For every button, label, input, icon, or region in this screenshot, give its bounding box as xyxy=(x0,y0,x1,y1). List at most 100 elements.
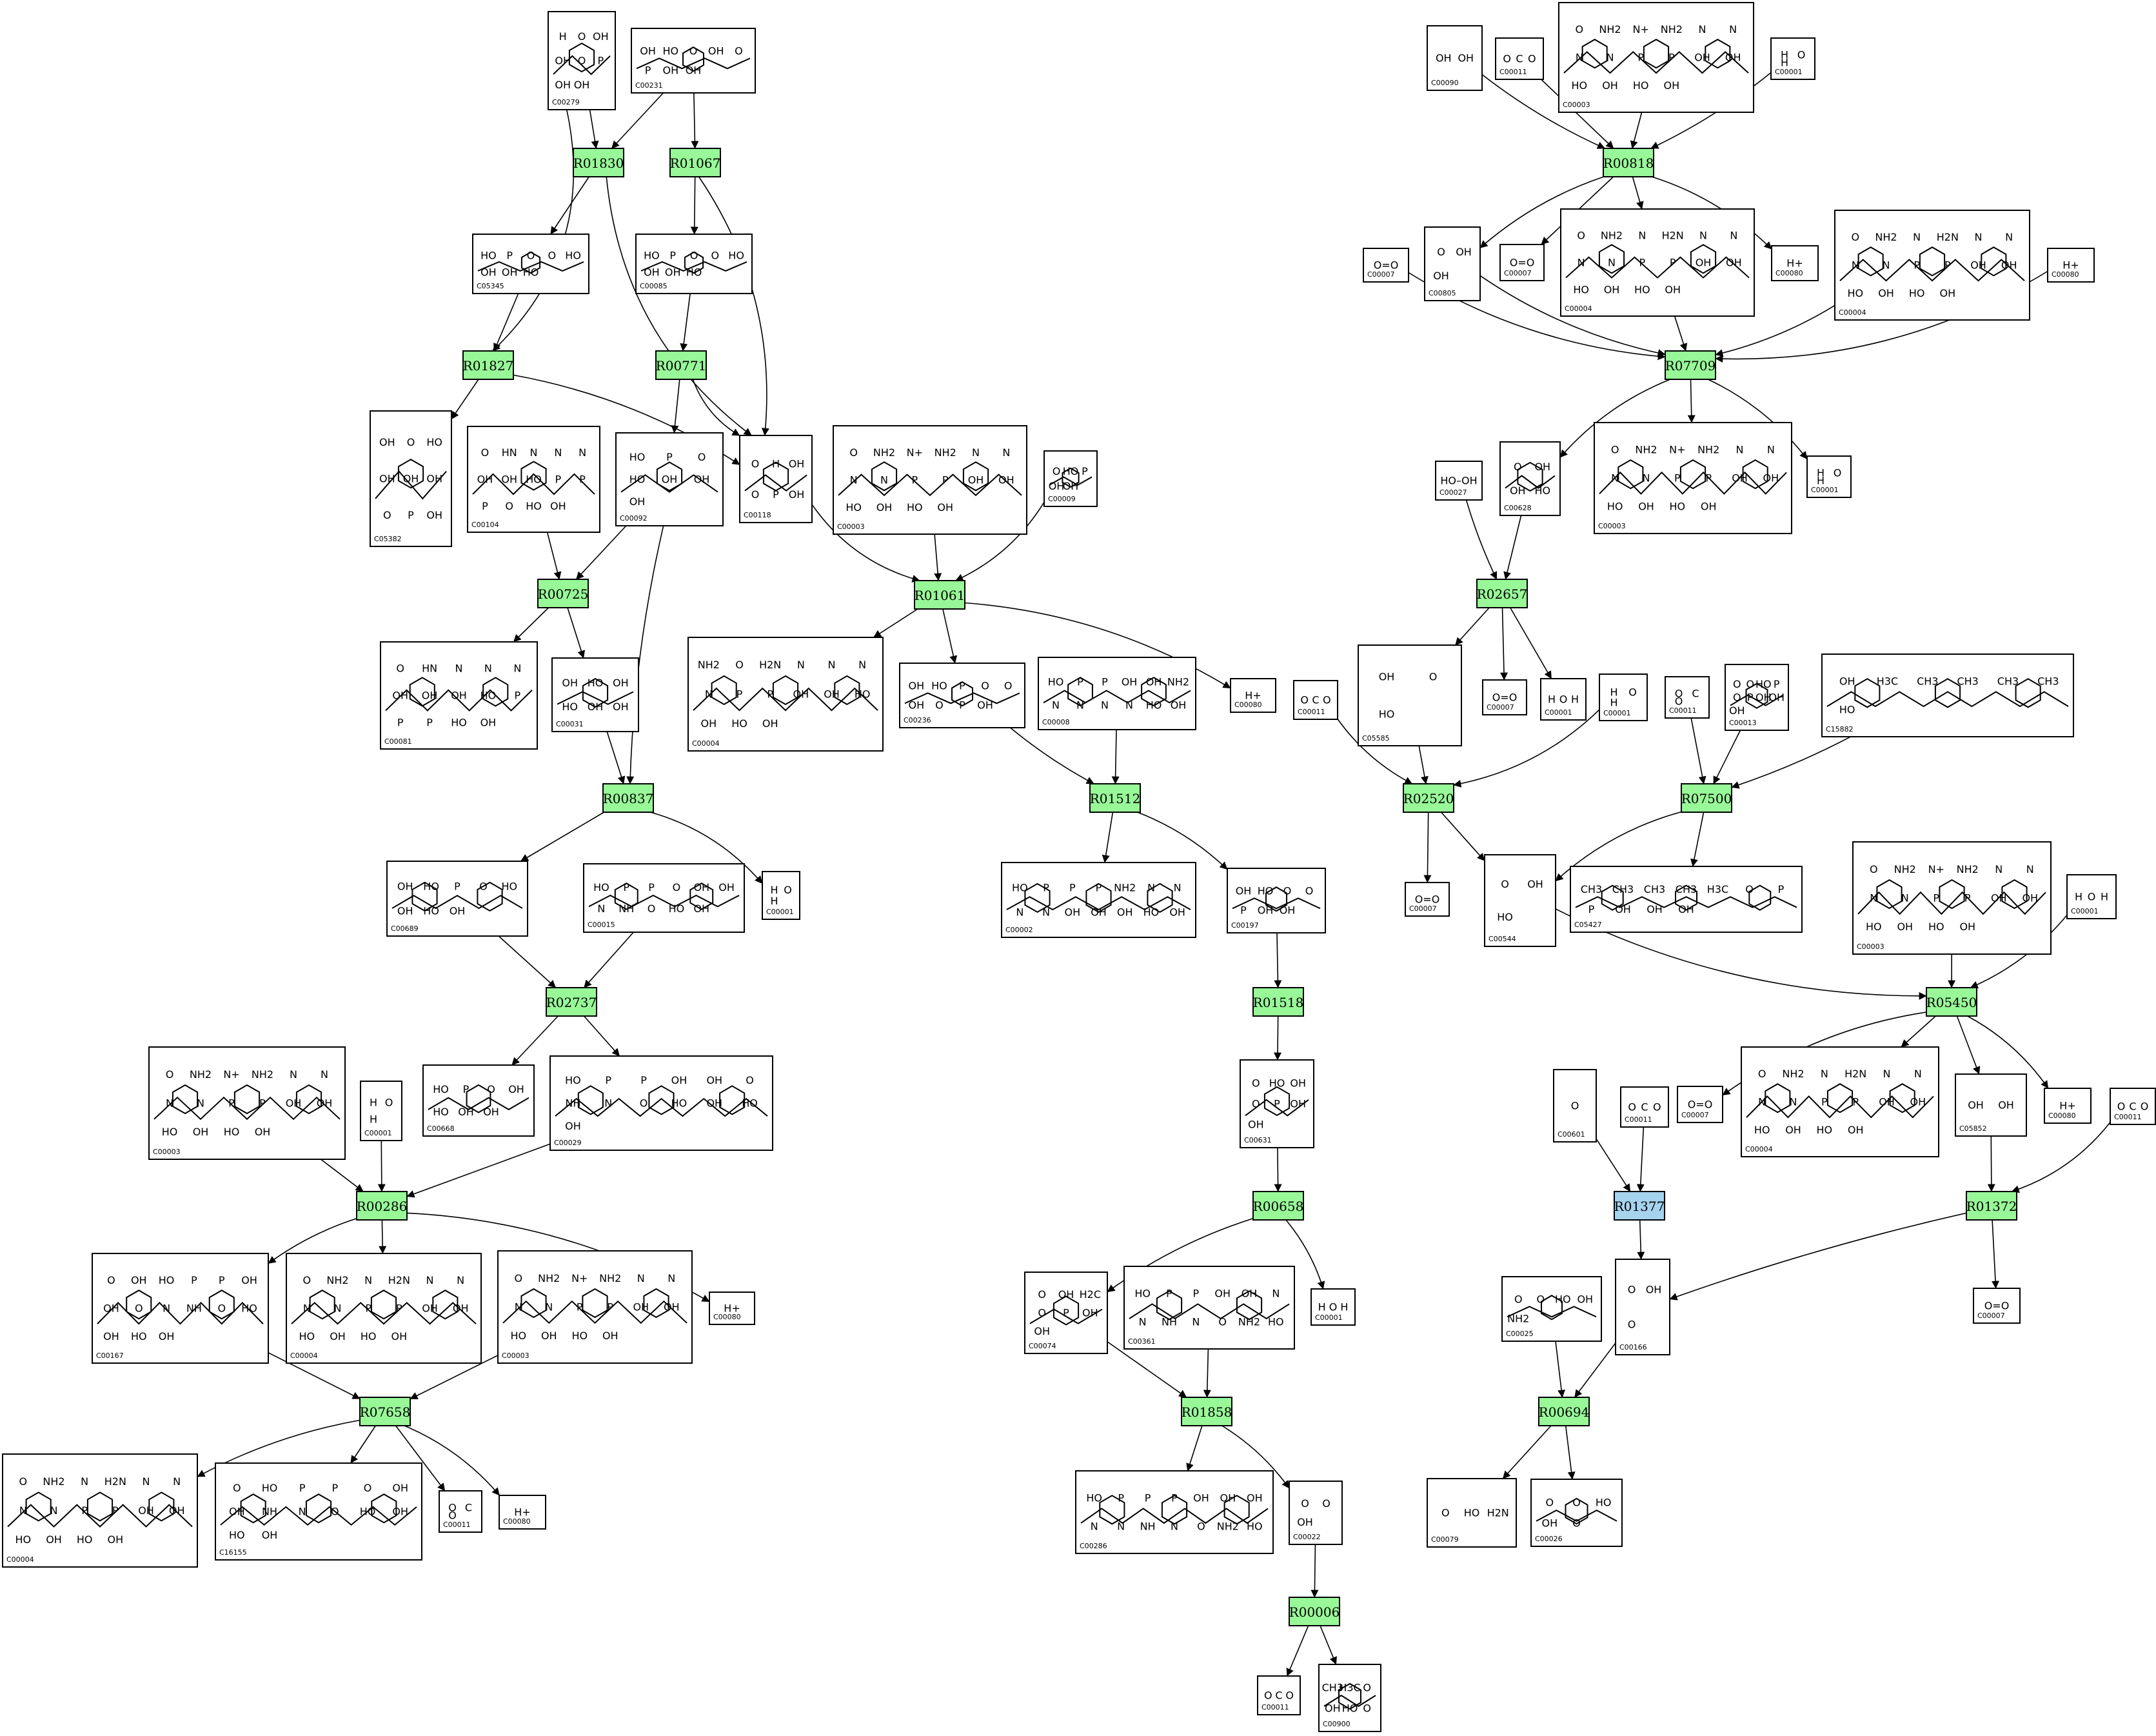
reaction-r01858[interactable]: R01858 xyxy=(1181,1397,1232,1426)
reaction-r01827[interactable]: R01827 xyxy=(462,350,514,380)
reaction-r00837[interactable]: R00837 xyxy=(602,783,654,813)
compound-c00080[interactable]: H+C00080 xyxy=(709,1292,755,1325)
compound-c00080[interactable]: H+C00080 xyxy=(1771,245,1819,281)
reaction-r07658[interactable]: R07658 xyxy=(359,1397,411,1426)
reaction-r01512[interactable]: R01512 xyxy=(1089,783,1141,813)
reaction-r02520[interactable]: R02520 xyxy=(1403,783,1454,813)
reaction-r00286[interactable]: R00286 xyxy=(356,1191,408,1221)
reaction-r01377[interactable]: R01377 xyxy=(1614,1191,1665,1221)
reaction-r00006[interactable]: R00006 xyxy=(1289,1597,1340,1626)
reaction-r07709[interactable]: R07709 xyxy=(1665,350,1716,380)
compound-c00080[interactable]: H+C00080 xyxy=(2047,248,2095,283)
reaction-r02657[interactable]: R02657 xyxy=(1476,579,1528,608)
reaction-r02737[interactable]: R02737 xyxy=(546,987,597,1017)
reaction-r01061[interactable]: R01061 xyxy=(914,580,965,610)
reaction-r01518[interactable]: R01518 xyxy=(1252,987,1304,1017)
reaction-r01830[interactable]: R01830 xyxy=(573,148,624,177)
compound-c00080[interactable]: H+C00080 xyxy=(499,1495,546,1530)
reaction-r00658[interactable]: R00658 xyxy=(1252,1191,1304,1221)
reaction-r01372[interactable]: R01372 xyxy=(1966,1191,2017,1221)
reaction-r01067[interactable]: R01067 xyxy=(669,148,721,177)
compound-c00080[interactable]: H+C00080 xyxy=(2044,1088,2092,1124)
reaction-r07500[interactable]: R07500 xyxy=(1681,783,1732,813)
reaction-r05450[interactable]: R05450 xyxy=(1926,987,1977,1017)
reaction-r00725[interactable]: R00725 xyxy=(537,579,589,608)
compound-c00080[interactable]: H+C00080 xyxy=(1230,678,1276,713)
reaction-r00771[interactable]: R00771 xyxy=(655,350,707,380)
reaction-r00818[interactable]: R00818 xyxy=(1603,148,1654,177)
